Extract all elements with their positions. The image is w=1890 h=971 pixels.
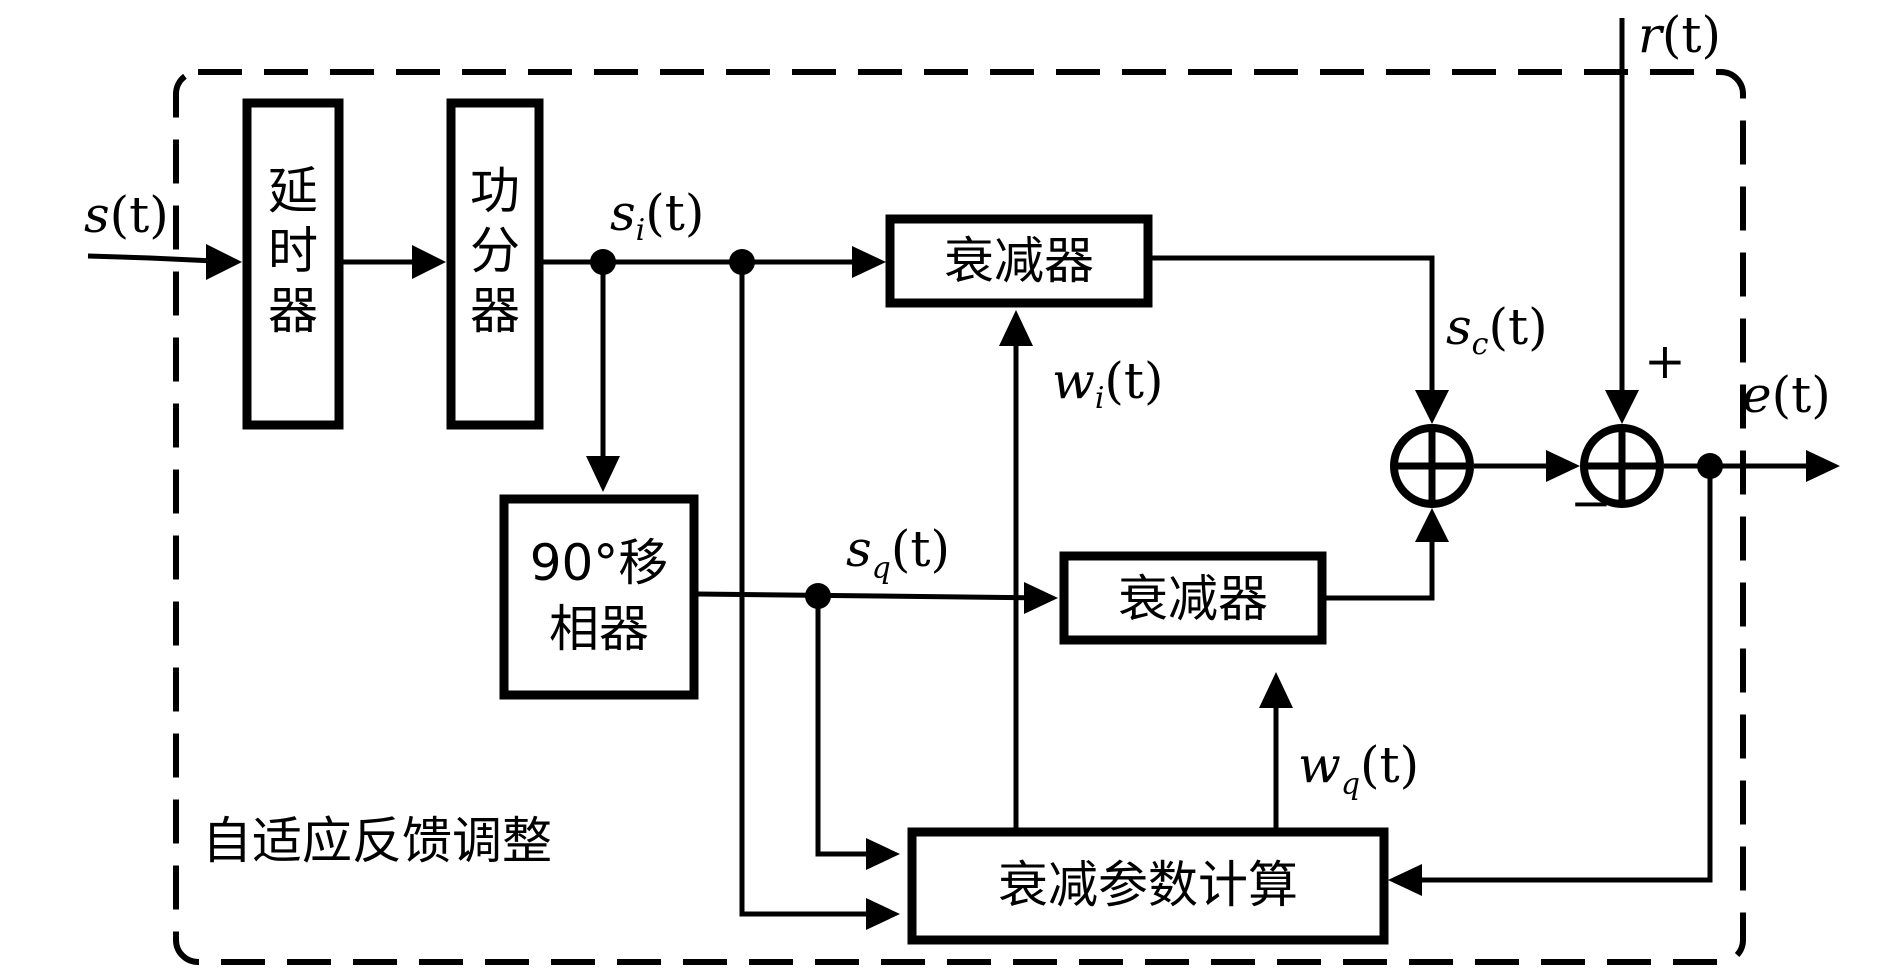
wq-signal-label: wq(t) <box>1298 736 1419 802</box>
reference-signal-label: r(t) <box>1638 6 1721 64</box>
summer-1 <box>1390 424 1474 508</box>
reference-arrowhead <box>1605 390 1639 424</box>
attenuator-q-block: 衰减器 <box>1059 551 1327 645</box>
si-to-calc-wire <box>739 262 894 917</box>
wi-arrowhead <box>999 310 1033 346</box>
attq-to-summer-arrowhead <box>1415 508 1449 542</box>
sc-arrowhead <box>1415 390 1449 424</box>
error-signal-label: e(t) <box>1742 366 1831 424</box>
sq-wire <box>697 591 1053 601</box>
summer-link-arrowhead <box>1546 450 1580 482</box>
error-arrowhead <box>1806 450 1840 482</box>
summer-plus-sign: + <box>1644 332 1686 390</box>
feedback-arrowhead <box>1388 864 1422 896</box>
splitter-label: 功分器 <box>470 162 520 340</box>
phase-shifter-block: 90°移 相器 <box>499 494 699 700</box>
wi-signal-label: wi(t) <box>1052 352 1164 416</box>
delay-to-splitter-arrowhead <box>412 245 446 279</box>
sc-wire <box>1152 255 1435 418</box>
attq-to-summer-wire <box>1326 514 1435 601</box>
sq-to-calc-arrowhead <box>866 838 900 870</box>
adaptive-feedback-region <box>173 69 1746 965</box>
sq-to-calc-wire <box>815 596 894 857</box>
sq-arrowhead <box>1024 582 1058 614</box>
param-calc-block: 衰减参数计算 <box>907 827 1389 945</box>
phase-shifter-label-line1: 90°移 <box>530 534 669 592</box>
sq-signal-label: sq(t) <box>846 520 950 586</box>
splitter-block: 功分器 <box>446 98 544 430</box>
summer-2 <box>1580 424 1664 508</box>
phase-shifter-label-line2: 相器 <box>549 600 649 658</box>
si-arrowhead <box>852 246 886 278</box>
attenuator-q-label: 衰减器 <box>1118 570 1268 628</box>
attenuator-i-label: 衰减器 <box>944 232 1094 290</box>
si-to-calc-arrowhead <box>866 898 900 930</box>
param-calc-label: 衰减参数计算 <box>998 856 1298 914</box>
wq-arrowhead <box>1259 672 1293 708</box>
input-arrowhead <box>206 244 242 280</box>
attenuator-i-block: 衰减器 <box>885 214 1153 308</box>
sc-signal-label: sc(t) <box>1446 298 1548 362</box>
region-label: 自适应反馈调整 <box>202 812 552 870</box>
si-to-phase-arrowhead <box>586 456 620 492</box>
summer-minus-sign: − <box>1570 474 1612 532</box>
si-signal-label: si(t) <box>610 184 704 248</box>
input-signal-label: s(t) <box>84 186 169 244</box>
delay-block: 延时器 <box>242 98 344 430</box>
delay-label: 延时器 <box>268 162 318 340</box>
signal-wires <box>87 18 1840 930</box>
feedback-wire <box>1394 466 1713 883</box>
